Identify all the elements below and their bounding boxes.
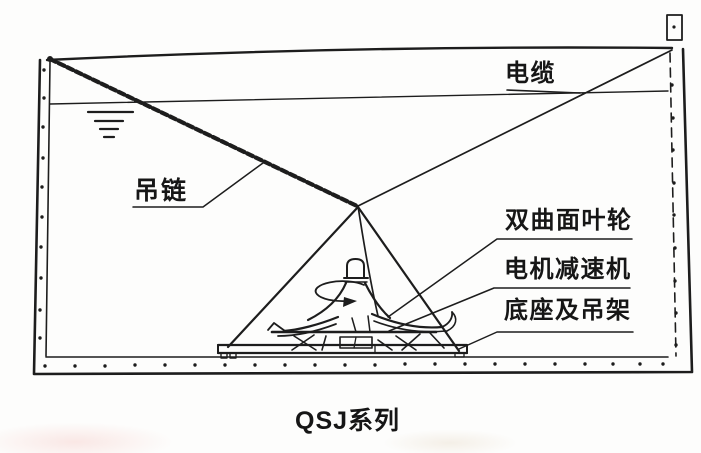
lifting-hook-bracket — [666, 14, 683, 41]
right-wall-rivets — [670, 83, 678, 347]
power-cable — [357, 49, 673, 317]
rotation-arrow-icon — [314, 280, 365, 307]
base-plate — [216, 343, 469, 359]
callout-motor-reducer: 电机减速机 — [388, 256, 632, 332]
impeller-leader-line — [387, 238, 633, 318]
base-foot-left2 — [229, 352, 237, 359]
motor-reducer-bell — [306, 281, 392, 322]
cable-leader-line — [506, 89, 581, 94]
left-wall-rivets — [38, 68, 46, 340]
base-frame-lattice — [291, 332, 445, 351]
callout-base-hanger: 底座及吊架 — [458, 296, 634, 350]
motor-reducer-label: 电机减速机 — [504, 256, 632, 283]
callout-impeller: 双曲面叶轮 — [387, 206, 633, 318]
callout-cable: 电缆 — [505, 59, 581, 94]
tank-top-edge — [45, 46, 674, 62]
tank-inner-left-wall — [45, 61, 51, 357]
tank-inner-right-wall — [669, 52, 677, 357]
tank-outer-wall — [32, 47, 694, 376]
bracket-left-leg — [226, 205, 360, 349]
chain-anchor-dot — [47, 56, 53, 62]
motor-cap — [343, 258, 369, 283]
hoist-chain — [47, 56, 360, 209]
lifting-bracket — [226, 205, 461, 353]
series-caption: QSJ系列 — [295, 407, 400, 435]
base-hanger-leader-line — [458, 331, 634, 350]
base-hanger-label: 底座及吊架 — [504, 296, 632, 324]
impeller-label: 双曲面叶轮 — [505, 206, 633, 234]
chain-label: 吊链 — [134, 176, 188, 205]
tank-shell — [32, 14, 694, 376]
water-level-icon — [86, 110, 135, 139]
floor-rivets — [43, 362, 665, 368]
cable-label: 电缆 — [505, 59, 556, 87]
callout-chain: 吊链 — [132, 162, 264, 208]
base-foot-right — [454, 352, 465, 358]
chain-leader-line — [132, 162, 264, 208]
hook-pin-dot — [672, 25, 676, 29]
motor-reducer-leader-line — [388, 287, 631, 332]
hyperboloid-impeller — [267, 311, 457, 337]
base-foot-left — [220, 352, 228, 359]
mixer-machine — [216, 258, 469, 359]
